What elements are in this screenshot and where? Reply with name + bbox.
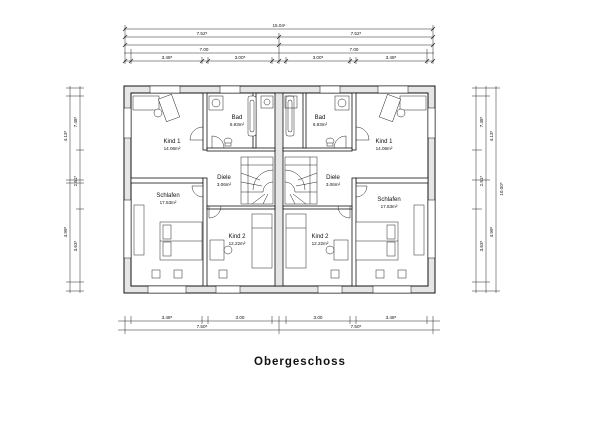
room-area: 17.53m² — [160, 200, 177, 205]
staircase-left — [240, 156, 274, 205]
dim-half-right: 7.52⁵ — [351, 31, 362, 36]
dim-bottom-seg-4: 3.48⁵ — [386, 315, 397, 320]
dim-right-2: 4.13⁵ — [489, 130, 494, 141]
dim-half-left: 7.52⁵ — [197, 31, 208, 36]
room-labels: Kind 1 14.06m² Bad 6.93m² Bad 6.93m² Kin… — [156, 115, 400, 246]
dim-bottom-seg-1: 3.48⁵ — [162, 315, 173, 320]
party-wall — [274, 92, 284, 287]
room-name: Schlafen — [377, 197, 400, 203]
room-area: 3.06m² — [217, 182, 232, 187]
left-dimension-chains — [66, 86, 84, 293]
staircase-right — [284, 156, 318, 205]
dim-right-3: 2.51⁵ — [479, 175, 484, 186]
dim-seg-4: 3.48⁵ — [386, 55, 397, 60]
dim-inner-right: 7.00 — [350, 47, 359, 52]
room-area: 17.53m² — [381, 204, 398, 209]
room-area: 12.22m² — [229, 241, 246, 246]
dim-bottom-seg-3: 3.00 — [314, 315, 323, 320]
dim-bottom-seg-2: 3.00 — [236, 315, 245, 320]
dim-right-5: 3.63⁵ — [479, 240, 484, 251]
dim-left-1: 7.48⁵ — [73, 116, 78, 127]
room-name: Kind 1 — [163, 139, 181, 145]
room-area: 6.93m² — [230, 122, 245, 127]
dim-right-6: 10.00⁵ — [499, 182, 504, 195]
doors — [189, 126, 370, 219]
dim-bottom-half-right: 7.50⁵ — [351, 324, 362, 329]
top-dimension-ticks — [122, 26, 436, 64]
room-name: Bad — [232, 115, 243, 121]
room-area: 14.06m² — [376, 146, 393, 151]
dim-seg-1: 3.48⁵ — [162, 55, 173, 60]
windows — [123, 85, 436, 294]
furniture — [132, 94, 427, 279]
room-name: Schlafen — [156, 193, 179, 199]
bottom-dimension-chains — [118, 316, 440, 334]
room-name: Bad — [315, 115, 326, 121]
room-area: 3.06m² — [326, 182, 341, 187]
dim-seg-3: 3.00⁵ — [313, 55, 324, 60]
room-name: Kind 2 — [311, 234, 329, 240]
dim-inner-left: 7.00 — [200, 47, 209, 52]
room-name: Kind 1 — [375, 139, 393, 145]
dim-overall-width: 15.04¹ — [272, 23, 285, 28]
room-area: 12.22m² — [312, 241, 329, 246]
dim-left-4: 4.99⁵ — [63, 226, 68, 237]
drawing-title: Obergeschoss — [254, 356, 346, 368]
dim-seg-2: 3.00⁵ — [235, 55, 246, 60]
dim-right-4: 4.99⁵ — [489, 226, 494, 237]
room-name: Diele — [326, 175, 340, 181]
room-area: 14.06m² — [164, 146, 181, 151]
room-name: Diele — [217, 175, 231, 181]
dim-left-3: 2.51⁵ — [73, 175, 78, 186]
dim-left-2: 4.13⁵ — [63, 130, 68, 141]
dim-bottom-half-left: 7.50⁵ — [197, 324, 208, 329]
dim-left-5: 3.63⁵ — [73, 240, 78, 251]
room-area: 6.93m² — [313, 122, 328, 127]
right-dimension-chains — [472, 86, 500, 293]
dim-right-1: 7.48⁵ — [479, 116, 484, 127]
room-name: Kind 2 — [228, 234, 246, 240]
bathroom-fixtures — [208, 95, 350, 147]
